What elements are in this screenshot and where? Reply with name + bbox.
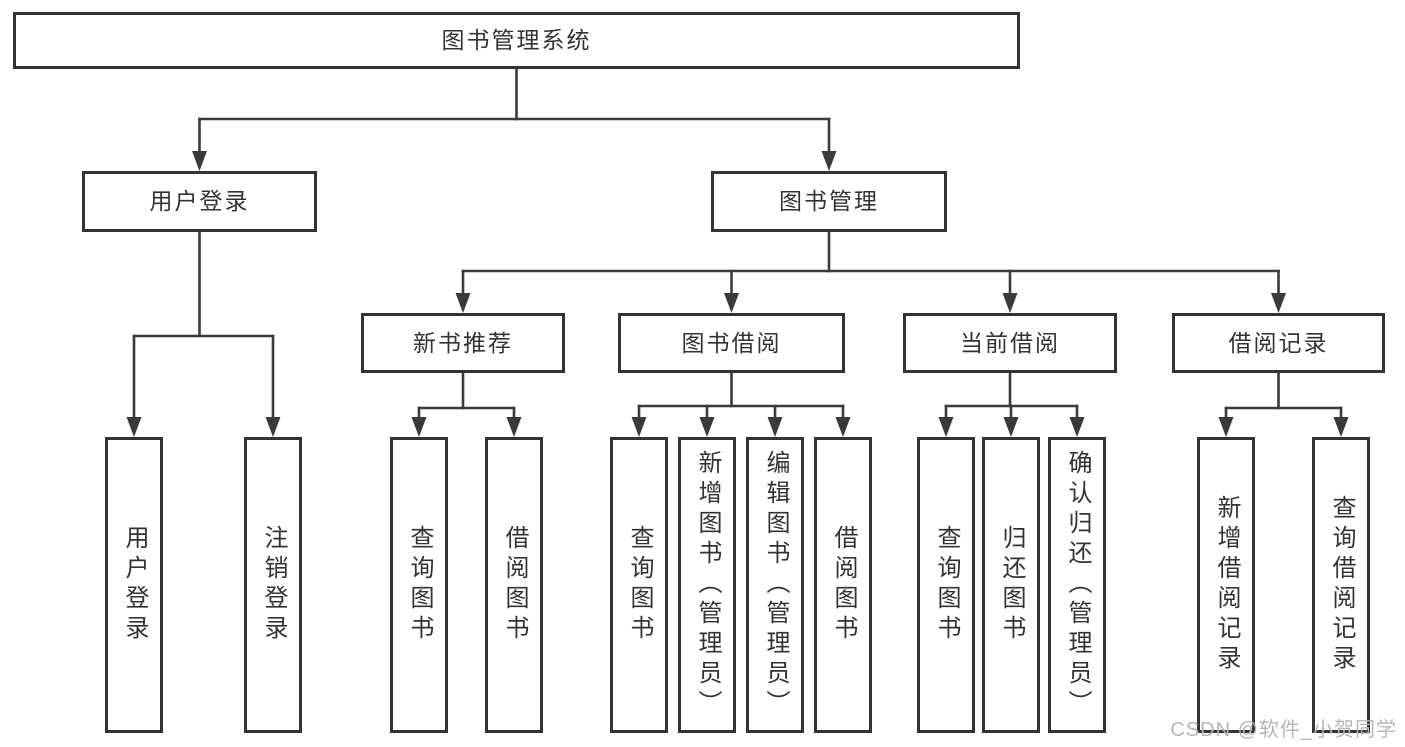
leaf-cb-query-books: 查询图书 [917,437,975,733]
leaf-br-query-record: 查询借阅记录 [1312,437,1370,733]
leaf-logout: 注销登录 [244,437,302,733]
leaf-nbr-query-books: 查询图书 [390,437,448,733]
leaf-cb-return-books: 归还图书 [982,437,1040,733]
leaf-bb-query-books: 查询图书 [610,437,668,733]
leaf-bb-edit-book-admin: 编辑图书（管理员） [746,437,804,733]
node-current-borrow: 当前借阅 [903,313,1117,373]
leaf-bb-add-book-admin: 新增图书（管理员） [678,437,736,733]
node-new-book-recommend: 新书推荐 [361,313,565,373]
node-borrow-records: 借阅记录 [1172,313,1385,373]
node-root: 图书管理系统 [13,12,1020,69]
edges-book-borrow [631,371,851,437]
leaf-cb-confirm-return-admin: 确认归还（管理员） [1048,437,1106,733]
edges-book-management [455,230,1286,313]
leaf-nbr-borrow-books: 借阅图书 [485,437,543,733]
leaf-br-add-record: 新增借阅记录 [1197,437,1255,733]
watermark-text: CSDN @软件_小贺同学 [1170,719,1397,741]
leaf-bb-borrow-books: 借阅图书 [814,437,872,733]
edges-root [192,66,837,171]
node-user-login: 用户登录 [82,171,317,232]
edges-current-borrow [938,371,1085,437]
node-book-borrow: 图书借阅 [618,313,845,373]
edges-new-book-recommend [411,371,522,437]
edges-borrow-records [1218,371,1349,437]
leaf-user-login: 用户登录 [105,437,163,733]
node-book-management: 图书管理 [711,171,947,232]
edges-user-login [126,230,281,437]
